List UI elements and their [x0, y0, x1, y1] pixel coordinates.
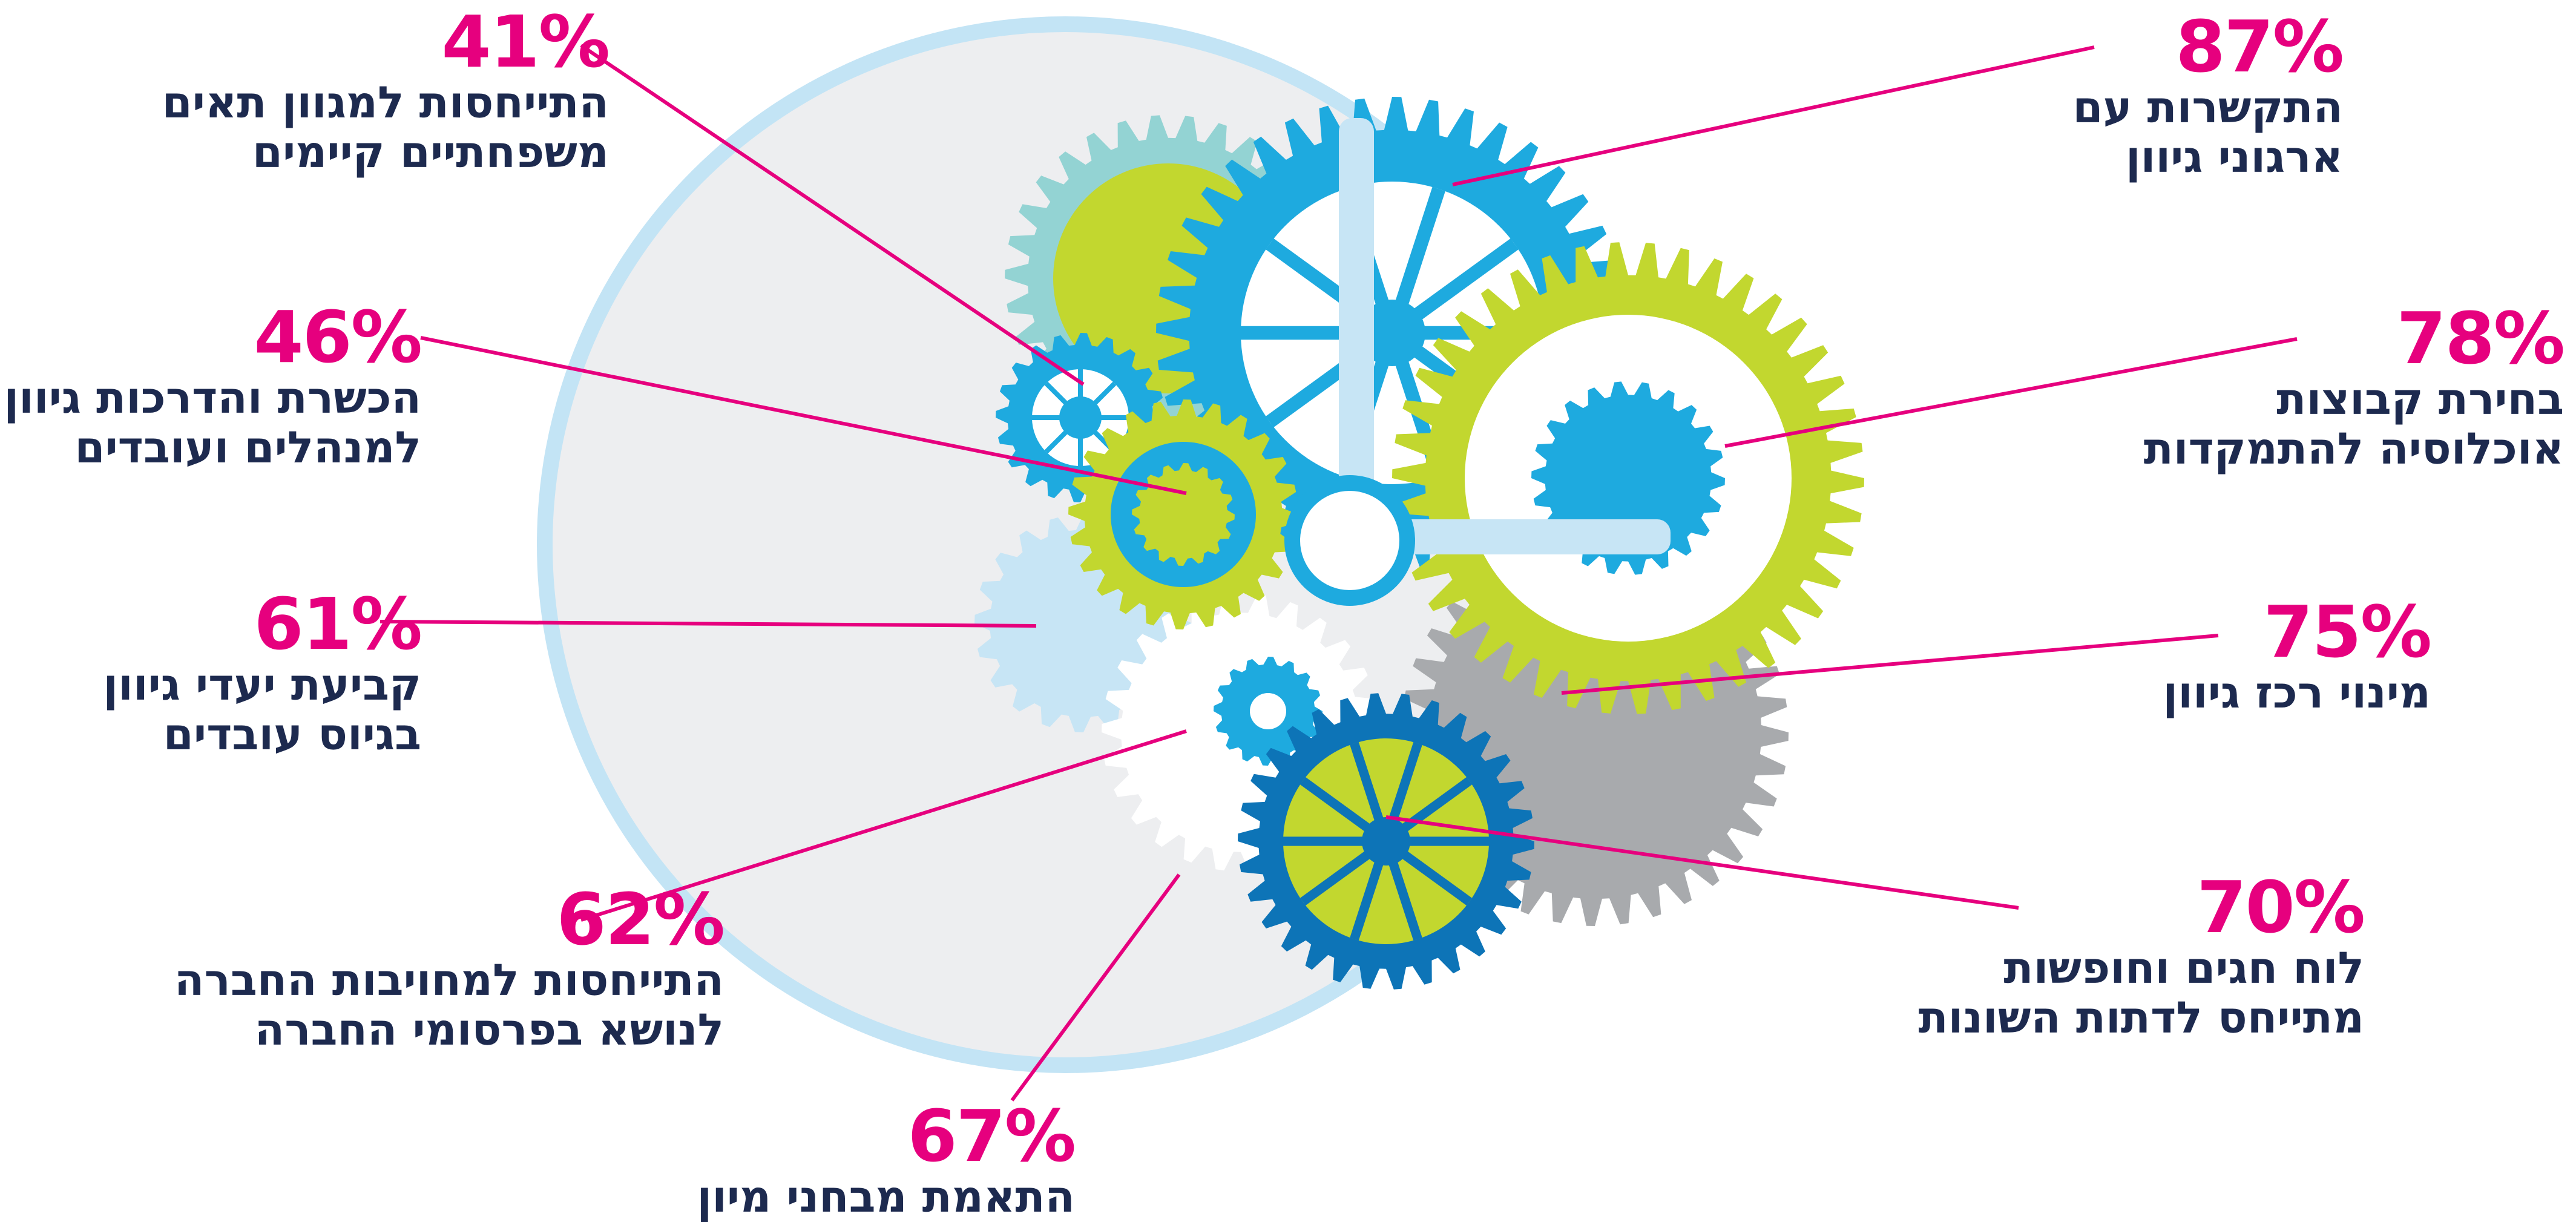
- stat-78-percent: 78%: [2396, 297, 2565, 380]
- clock-hand-vertical: [1339, 118, 1374, 493]
- stat-41: 41% התייחסות למגוון תאים משפחתיים קיימים: [162, 0, 610, 177]
- clock-center-ring: [1284, 475, 1415, 606]
- stat-62-line1: התייחסות למחויבות החברה: [174, 954, 724, 1005]
- leader-line-67: [1010, 873, 1181, 1102]
- stat-61: 61% קביעת יעדי גיוון בגיוס עובדים: [103, 582, 422, 760]
- stat-78-line1: בחירת קבוצות: [2276, 373, 2564, 424]
- stat-46: 46% הכשרת והדרכות גיוון למנהלים ועובדים: [4, 295, 422, 473]
- stat-87-line2: ארגוני גיוון: [2125, 131, 2343, 182]
- inner-lime-gear-icon: [1132, 463, 1235, 566]
- stat-46-percent: 46%: [254, 295, 422, 379]
- clock-hand-horizontal: [1392, 519, 1671, 554]
- leader-line-62: [580, 729, 1187, 922]
- stat-70-percent: 70%: [2196, 866, 2365, 949]
- stat-70-line1: לוח חגים וחופשות: [2003, 942, 2364, 993]
- stat-78: 78% בחירת קבוצות אוכלוסיה להתמקדות: [2143, 297, 2565, 474]
- gears-group: [974, 97, 1864, 990]
- stat-61-line1: קביעת יעדי גיוון: [103, 659, 421, 710]
- stat-78-line2: אוכלוסיה להתמקדות: [2143, 423, 2564, 474]
- stat-75-line1: מינוי רכז גיוון: [2163, 667, 2431, 718]
- stat-62-percent: 62%: [556, 878, 725, 961]
- stat-62-line2: לנושא בפרסומי החברה: [254, 1004, 724, 1055]
- leader-line-61: [380, 620, 1037, 628]
- stat-46-line2: למנהלים ועובדים: [74, 422, 421, 473]
- stat-67-line1: התאמת מבחני מיון: [697, 1171, 1075, 1222]
- stat-41-line1: התייחסות למגוון תאים: [162, 77, 609, 128]
- leader-line-87: [1452, 45, 2095, 186]
- stat-70-line2: מתייחס לדתות השונות: [1918, 992, 2365, 1043]
- stat-61-percent: 61%: [254, 582, 422, 666]
- front-blue-gear-icon: [1238, 693, 1534, 990]
- stat-87-percent: 87%: [2175, 5, 2344, 88]
- stat-67: 67% התאמת מבחני מיון: [697, 1094, 1076, 1222]
- leader-line-41: [580, 44, 1085, 386]
- stat-67-percent: 67%: [907, 1094, 1076, 1178]
- stat-75: 75% מינוי רכז גיוון: [2163, 590, 2432, 718]
- stat-62: 62% התייחסות למחויבות החברה לנושא בפרסומ…: [174, 878, 725, 1055]
- stat-87-line1: התקשרות עם: [2072, 82, 2343, 133]
- leader-line-78: [1724, 337, 2298, 448]
- stat-41-line2: משפחתיים קיימים: [252, 126, 609, 177]
- stat-75-percent: 75%: [2263, 590, 2432, 674]
- leader-line-75: [1561, 634, 2219, 695]
- stat-61-line2: בגיוס עובדים: [163, 709, 421, 760]
- stat-41-percent: 41%: [441, 0, 610, 84]
- leader-line-46: [420, 336, 1187, 495]
- stat-46-line1: הכשרת והדרכות גיוון: [4, 372, 421, 423]
- stat-87: 87% התקשרות עם ארגוני גיוון: [2072, 5, 2344, 182]
- stat-70: 70% לוח חגים וחופשות מתייחס לדתות השונות: [1919, 872, 2365, 1042]
- leader-line-70: [1385, 815, 2019, 910]
